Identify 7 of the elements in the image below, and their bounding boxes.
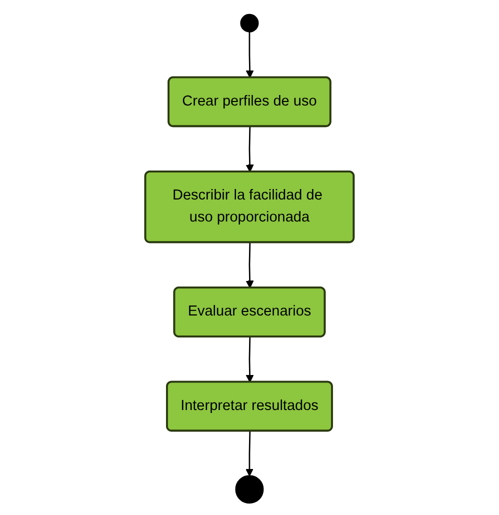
arrow [246, 242, 254, 288]
arrow [246, 126, 254, 172]
node-circle [235, 475, 264, 504]
arrow [246, 32, 254, 78]
node-circle [240, 14, 259, 32]
arrow [246, 431, 254, 476]
arrow [246, 336, 254, 383]
